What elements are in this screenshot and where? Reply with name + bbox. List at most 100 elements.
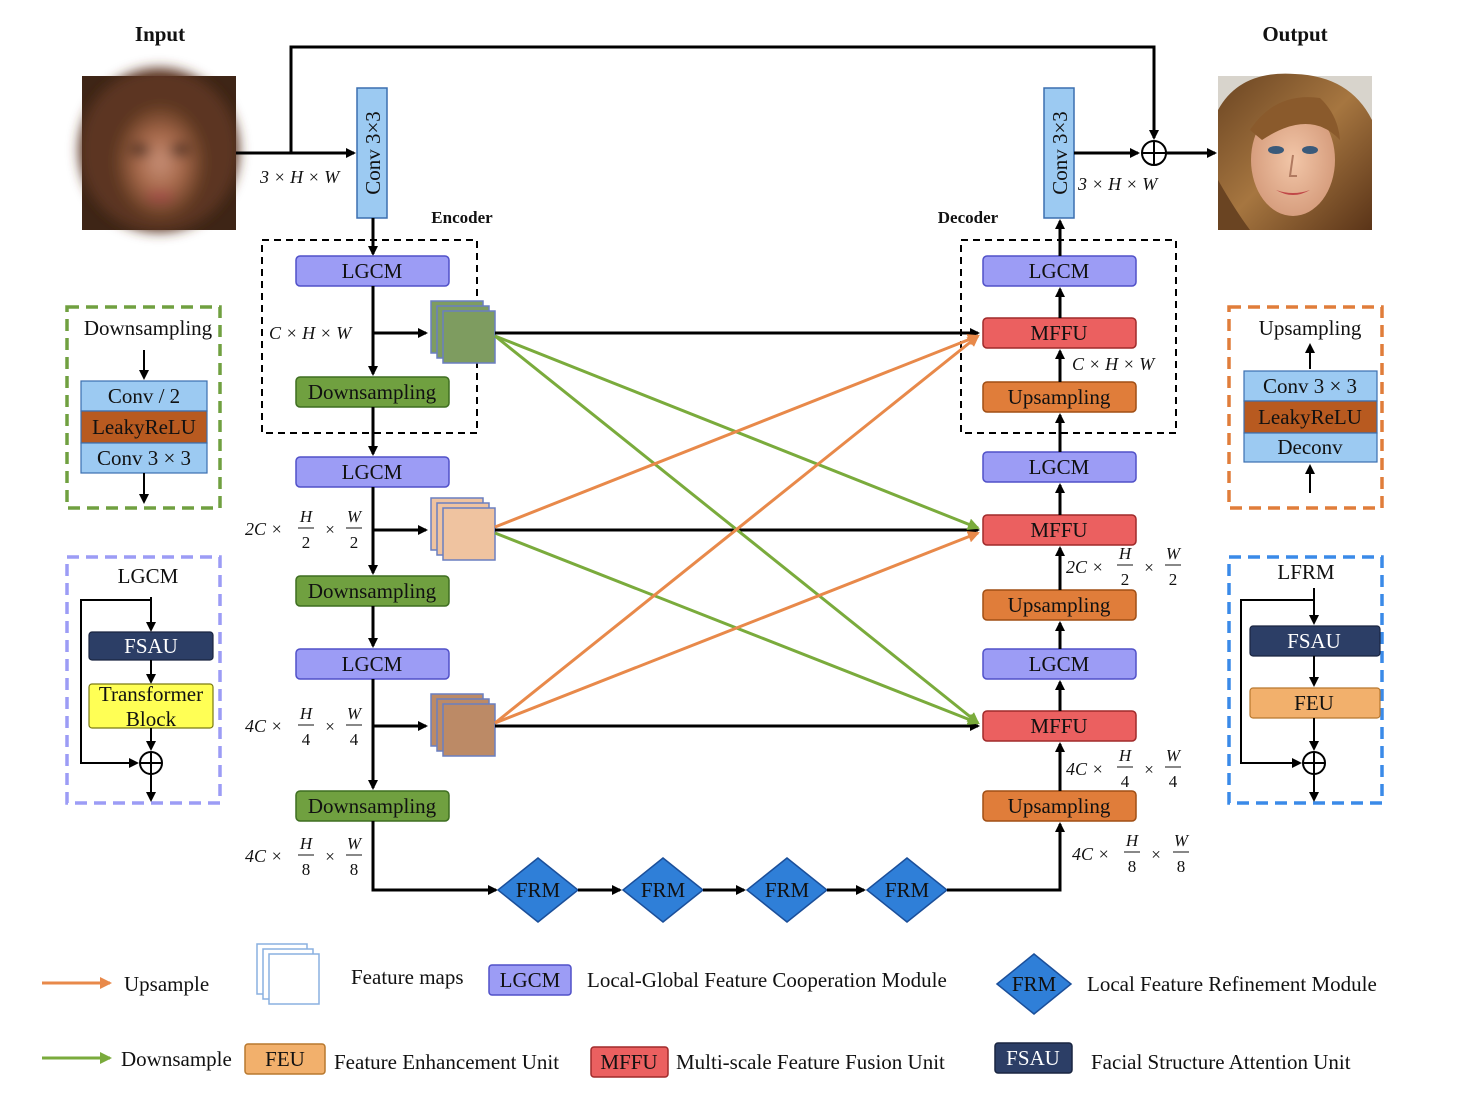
legend-mffu: MFFU Multi-scale Feature Fusion Unit: [590, 1046, 945, 1078]
legend-mffu-abbr: MFFU: [600, 1050, 657, 1074]
encoder-downsampling-3: Downsampling: [295, 790, 450, 822]
decoder-upsampling-1-label: Upsampling: [1008, 385, 1111, 409]
detail-lfrm-fsau: FSAU: [1287, 629, 1341, 653]
upsample-arrow-3-1: [494, 334, 980, 725]
svg-text:W: W: [1174, 831, 1190, 850]
detail-lfrm-feu: FEU: [1294, 691, 1334, 715]
input-dim: 3 × H × W: [259, 167, 341, 187]
decoder-lgcm-1-label: LGCM: [1029, 259, 1090, 283]
bottleneck-out-arrow: [947, 822, 1065, 892]
svg-text:4C ×: 4C ×: [245, 846, 283, 866]
detail-upsampling: Upsampling Conv 3 × 3 LeakyReLU Deconv: [1227, 305, 1384, 510]
decoder-label: Decoder: [938, 208, 999, 227]
frm-block-3: FRM: [745, 857, 829, 923]
decoder-mffu-2-label: MFFU: [1030, 518, 1087, 542]
svg-text:×: ×: [1144, 558, 1154, 577]
enc-dim-2: 2C × H 2 × W 2: [245, 507, 363, 552]
svg-text:×: ×: [325, 717, 335, 736]
enc-dim-1: C × H × W: [269, 323, 353, 343]
decoder-upsampling-2: Upsampling: [982, 589, 1137, 621]
detail-upsampling-row-1: Conv 3 × 3: [1263, 374, 1357, 398]
svg-text:2: 2: [1169, 570, 1178, 589]
detail-lgcm-title: LGCM: [118, 564, 179, 588]
detail-lgcm: LGCM FSAU Transformer Block: [65, 555, 222, 805]
encoder-downsampling-3-label: Downsampling: [308, 794, 437, 818]
input-image: [79, 68, 239, 232]
decoder-upsampling-3-label: Upsampling: [1008, 794, 1111, 818]
encoder-lgcm-2: LGCM: [295, 456, 450, 488]
dec-dim-1: C × H × W: [1072, 354, 1156, 374]
decoder-mffu-3: MFFU: [982, 710, 1137, 742]
decoder-mffu-3-label: MFFU: [1030, 714, 1087, 738]
frm-block-1: FRM: [496, 857, 580, 923]
decoder-mffu-1-label: MFFU: [1030, 321, 1087, 345]
decoder-lgcm-2-label: LGCM: [1029, 455, 1090, 479]
legend-mffu-desc: Multi-scale Feature Fusion Unit: [676, 1050, 945, 1074]
decoder-lgcm-1: LGCM: [982, 255, 1137, 287]
detail-upsampling-row-3: Deconv: [1277, 435, 1343, 459]
encoder-downsampling-2: Downsampling: [295, 575, 450, 607]
global-skip-connection: [289, 45, 1159, 153]
decoder-upsampling-1: Upsampling: [982, 381, 1137, 413]
svg-text:8: 8: [302, 860, 311, 879]
legend-feu: FEU Feature Enhancement Unit: [244, 1043, 559, 1075]
decoder-lgcm-3: LGCM: [982, 648, 1137, 680]
input-title: Input: [135, 22, 185, 46]
detail-upsampling-title: Upsampling: [1259, 316, 1362, 340]
decoder-conv-label: Conv 3×3: [1048, 111, 1072, 195]
legend-lgcm-desc: Local-Global Feature Cooperation Module: [587, 968, 947, 992]
decoder-upsampling-2-label: Upsampling: [1008, 593, 1111, 617]
legend-feu-desc: Feature Enhancement Unit: [334, 1050, 559, 1074]
frm-2-label: FRM: [641, 878, 686, 902]
encoder-lgcm-3-label: LGCM: [342, 652, 403, 676]
dec-dim-4: 4C × H 8 × W 8: [1072, 831, 1190, 876]
feature-map-2: [430, 497, 496, 561]
svg-text:×: ×: [325, 847, 335, 866]
svg-text:4: 4: [1169, 772, 1178, 791]
svg-text:H: H: [1118, 746, 1133, 765]
legend-lgcm-abbr: LGCM: [500, 968, 561, 992]
legend: Upsample Downsample Feature maps LGCM Lo…: [42, 943, 1377, 1078]
encoder-lgcm-1: LGCM: [295, 255, 450, 287]
decoder-lgcm-3-label: LGCM: [1029, 652, 1090, 676]
svg-text:4: 4: [1121, 772, 1130, 791]
detail-downsampling-row-3: Conv 3 × 3: [97, 446, 191, 470]
detail-lgcm-transformer-1: Transformer: [99, 682, 203, 706]
svg-text:H: H: [1118, 544, 1133, 563]
encoder-lgcm-3: LGCM: [295, 648, 450, 680]
svg-text:W: W: [1166, 746, 1182, 765]
detail-downsampling-row-2: LeakyReLU: [92, 415, 196, 439]
legend-frm-desc: Local Feature Refinement Module: [1087, 972, 1377, 996]
detail-downsampling-title: Downsampling: [84, 316, 213, 340]
svg-text:4C ×: 4C ×: [1072, 844, 1110, 864]
decoder-mffu-1: MFFU: [982, 317, 1137, 349]
legend-feature-maps: Feature maps: [256, 943, 464, 1005]
detail-lgcm-transformer-2: Block: [126, 707, 177, 731]
output-dim: 3 × H × W: [1077, 174, 1159, 194]
decoder-lgcm-2: LGCM: [982, 451, 1137, 483]
sum-node: [1141, 140, 1167, 166]
upsample-arrow-3-2: [494, 531, 980, 725]
svg-text:8: 8: [1128, 857, 1137, 876]
svg-text:2C ×: 2C ×: [1066, 557, 1104, 577]
svg-text:W: W: [347, 507, 363, 526]
legend-fsau-desc: Facial Structure Attention Unit: [1091, 1050, 1351, 1074]
svg-text:W: W: [347, 834, 363, 853]
legend-feature-maps-label: Feature maps: [351, 965, 464, 989]
legend-frm-abbr: FRM: [1012, 972, 1057, 996]
svg-text:×: ×: [1144, 760, 1154, 779]
detail-lfrm: LFRM FSAU FEU: [1227, 555, 1384, 805]
svg-text:×: ×: [325, 520, 335, 539]
svg-text:H: H: [1125, 831, 1140, 850]
svg-text:×: ×: [1151, 845, 1161, 864]
enc-dim-4: 4C × H 8 × W 8: [245, 834, 363, 879]
detail-downsampling: Downsampling Conv / 2 LeakyReLU Conv 3 ×…: [65, 305, 222, 510]
encoder-downsampling-2-label: Downsampling: [308, 579, 437, 603]
encoder-downsampling-1: Downsampling: [295, 376, 450, 408]
svg-text:2: 2: [350, 533, 359, 552]
encoder-label: Encoder: [431, 208, 493, 227]
svg-text:W: W: [1166, 544, 1182, 563]
feature-map-3: [430, 693, 496, 757]
legend-frm: FRM Local Feature Refinement Module: [995, 953, 1377, 1015]
